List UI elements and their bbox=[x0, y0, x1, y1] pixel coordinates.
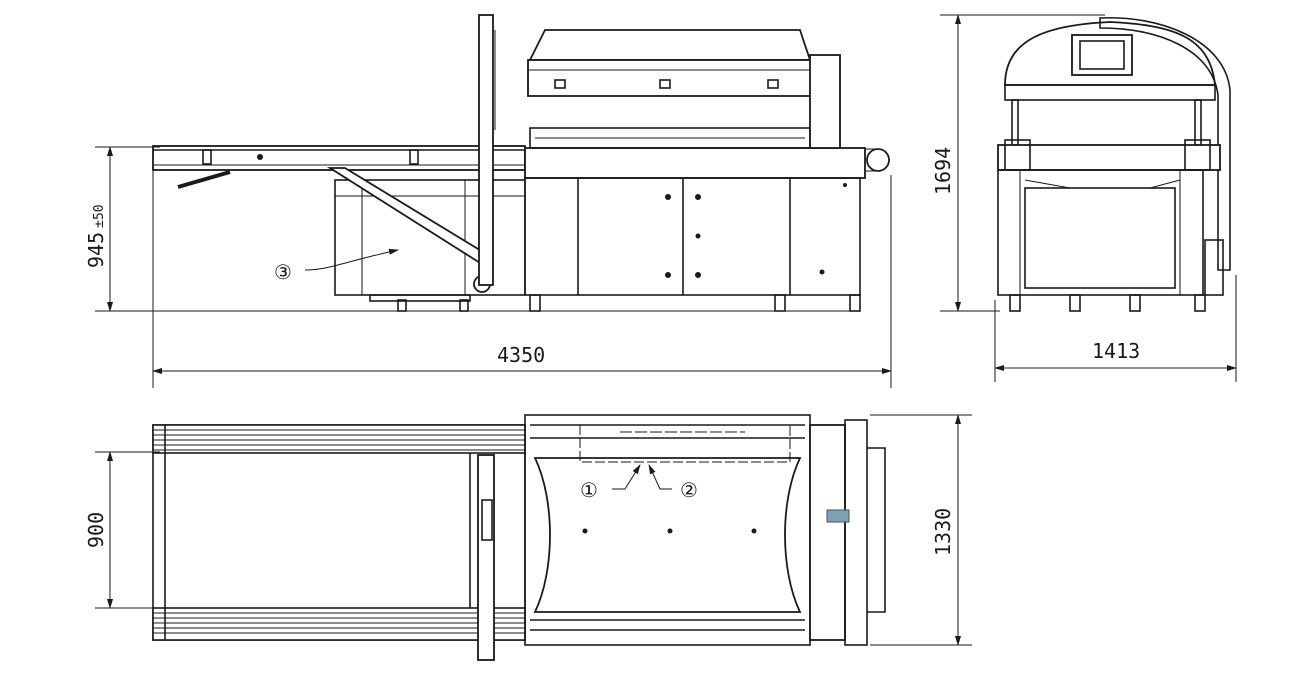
dim-1694-value: 1694 bbox=[931, 147, 955, 195]
side-view: ③ bbox=[152, 14, 890, 312]
dim-945-number: 945 bbox=[84, 232, 108, 268]
dim-945-tolerance: ±50 bbox=[92, 204, 107, 227]
front-control-screen bbox=[1079, 40, 1125, 70]
side-lid bbox=[527, 59, 813, 97]
top-indicator bbox=[826, 509, 850, 523]
dim-1330-value: 1330 bbox=[931, 508, 955, 556]
side-lid-dome bbox=[528, 29, 812, 61]
front-view bbox=[997, 16, 1231, 312]
dim-4350: 4350 bbox=[152, 170, 892, 388]
side-storage-box bbox=[334, 179, 526, 296]
dim-1330: 1330 bbox=[870, 414, 972, 646]
side-machine-body bbox=[524, 177, 861, 296]
front-arm bbox=[1099, 16, 1231, 271]
side-pole bbox=[478, 14, 494, 286]
dim-1694: 1694 bbox=[931, 14, 1105, 312]
callout-2-leader bbox=[648, 464, 672, 490]
top-chamber bbox=[533, 457, 802, 613]
callout-3: ③ bbox=[274, 260, 292, 284]
dim-945-value: 945±50 bbox=[84, 204, 108, 268]
dim-1413-value: 1413 bbox=[1092, 339, 1140, 363]
side-column bbox=[809, 54, 841, 149]
dim-900-value: 900 bbox=[84, 512, 108, 548]
callout-3-leader bbox=[304, 248, 399, 271]
top-belt-lower bbox=[152, 607, 526, 641]
dim-1413: 1413 bbox=[994, 275, 1237, 382]
dim-900: 900 bbox=[84, 451, 160, 609]
dim-4350-value: 4350 bbox=[497, 343, 545, 367]
callout-1-leader bbox=[612, 464, 641, 490]
side-strut bbox=[326, 167, 489, 270]
side-machine-top bbox=[524, 147, 866, 179]
front-body bbox=[997, 169, 1204, 296]
top-pole bbox=[477, 454, 495, 661]
top-view: ① ② bbox=[152, 414, 886, 661]
dim-945: 945±50 bbox=[84, 146, 860, 312]
top-belt-upper bbox=[152, 424, 526, 454]
callout-2: ② bbox=[680, 478, 698, 502]
callout-1: ① bbox=[580, 478, 598, 502]
